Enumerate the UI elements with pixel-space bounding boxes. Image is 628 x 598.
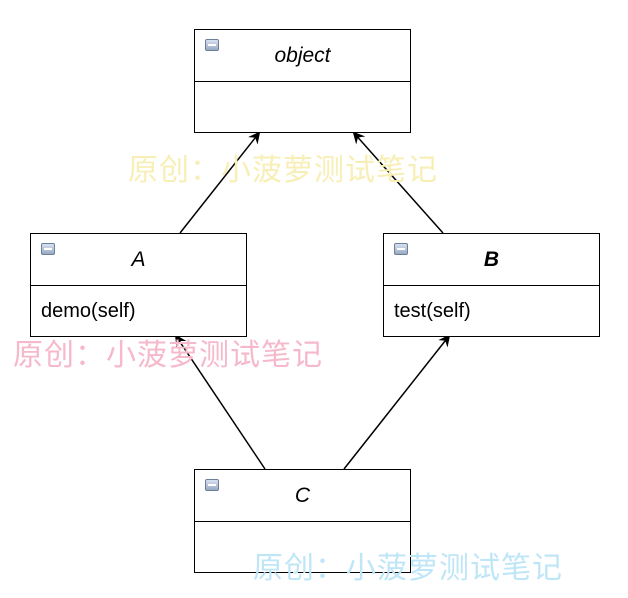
watermark-pink: 原创：小菠萝测试笔记 bbox=[13, 338, 323, 373]
class-a-method: demo(self) bbox=[41, 300, 136, 322]
class-c-header: C bbox=[195, 470, 410, 522]
class-b-method: test(self) bbox=[394, 300, 471, 322]
class-b-header: B bbox=[384, 234, 599, 286]
arrow-b-to-object bbox=[352, 131, 444, 234]
collapse-icon[interactable] bbox=[394, 243, 408, 255]
class-a-name: A bbox=[131, 247, 146, 271]
class-a[interactable]: A demo(self) bbox=[30, 233, 247, 337]
collapse-icon[interactable] bbox=[41, 243, 55, 255]
class-object[interactable]: object bbox=[194, 29, 411, 133]
arrow-a-to-object bbox=[179, 131, 261, 234]
class-c-name: C bbox=[294, 483, 311, 507]
class-a-header: A bbox=[31, 234, 246, 286]
watermark-yellow: 原创：小菠萝测试笔记 bbox=[128, 153, 438, 188]
collapse-icon[interactable] bbox=[205, 39, 219, 51]
watermark-blue: 原创：小菠萝测试笔记 bbox=[253, 551, 563, 586]
class-b[interactable]: B test(self) bbox=[383, 233, 600, 337]
class-object-name: object bbox=[274, 43, 331, 67]
class-c[interactable]: C bbox=[194, 469, 411, 573]
arrow-c-to-a bbox=[174, 334, 266, 470]
collapse-icon[interactable] bbox=[205, 479, 219, 491]
arrow-c-to-b bbox=[343, 334, 451, 470]
class-b-name: B bbox=[483, 247, 500, 271]
class-object-header: object bbox=[195, 30, 410, 82]
class-object-members bbox=[195, 82, 410, 132]
